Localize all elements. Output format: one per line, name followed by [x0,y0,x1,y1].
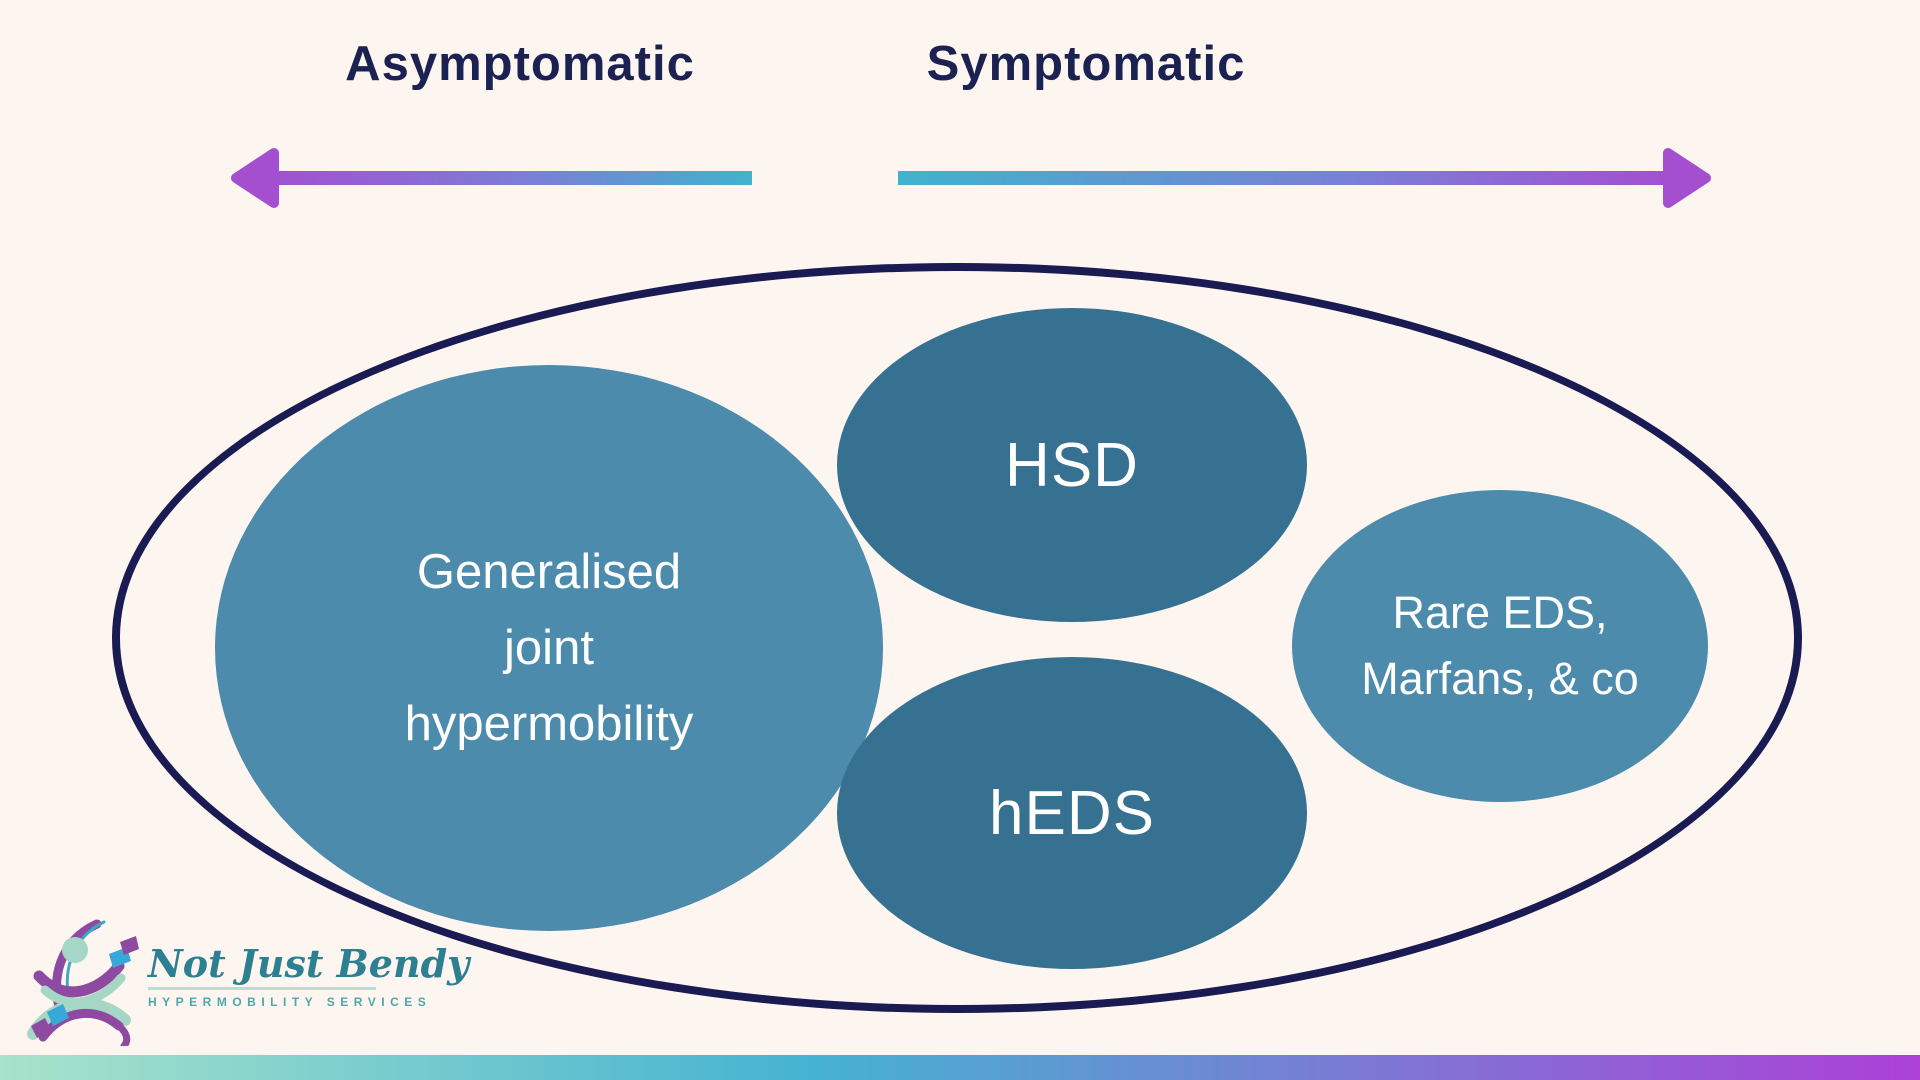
bubble-rare-line1: Rare EDS, [1392,587,1608,638]
footer-gradient-bar [0,1055,1920,1080]
bubble-heds: hEDS [837,657,1307,969]
bubble-heds-label: hEDS [989,778,1155,848]
dancer-figure-icon [27,919,139,1046]
left-arrow-icon [231,148,752,208]
logo-brand-name: Not Just Bendy [148,941,470,986]
bubble-hsd: HSD [837,308,1307,622]
spectrum-outline-ellipse [112,263,1802,1013]
bubble-gjh-line2: joint [504,621,594,675]
bubble-generalised-joint-hypermobility: Generalised joint hypermobility [215,365,883,931]
bubble-gjh-line3: hypermobility [404,697,694,751]
logo-text-block: Not Just Bendy HYPERMOBILITY SERVICES [148,944,469,1009]
bubble-gjh-line1: Generalised [416,545,682,599]
not-just-bendy-logo: Not Just Bendy HYPERMOBILITY SERVICES [25,916,469,1046]
bubble-hsd-label: HSD [1005,430,1139,500]
symptomatic-label: Symptomatic [926,37,1246,91]
right-arrow-icon [898,148,1711,208]
logo-divider-line [148,987,376,990]
bubble-rare-eds-marfans: Rare EDS, Marfans, & co [1292,490,1708,802]
bubble-rare-line2: Marfans, & co [1361,653,1639,704]
logo-tagline: HYPERMOBILITY SERVICES [148,995,432,1009]
asymptomatic-label: Asymptomatic [345,37,695,91]
